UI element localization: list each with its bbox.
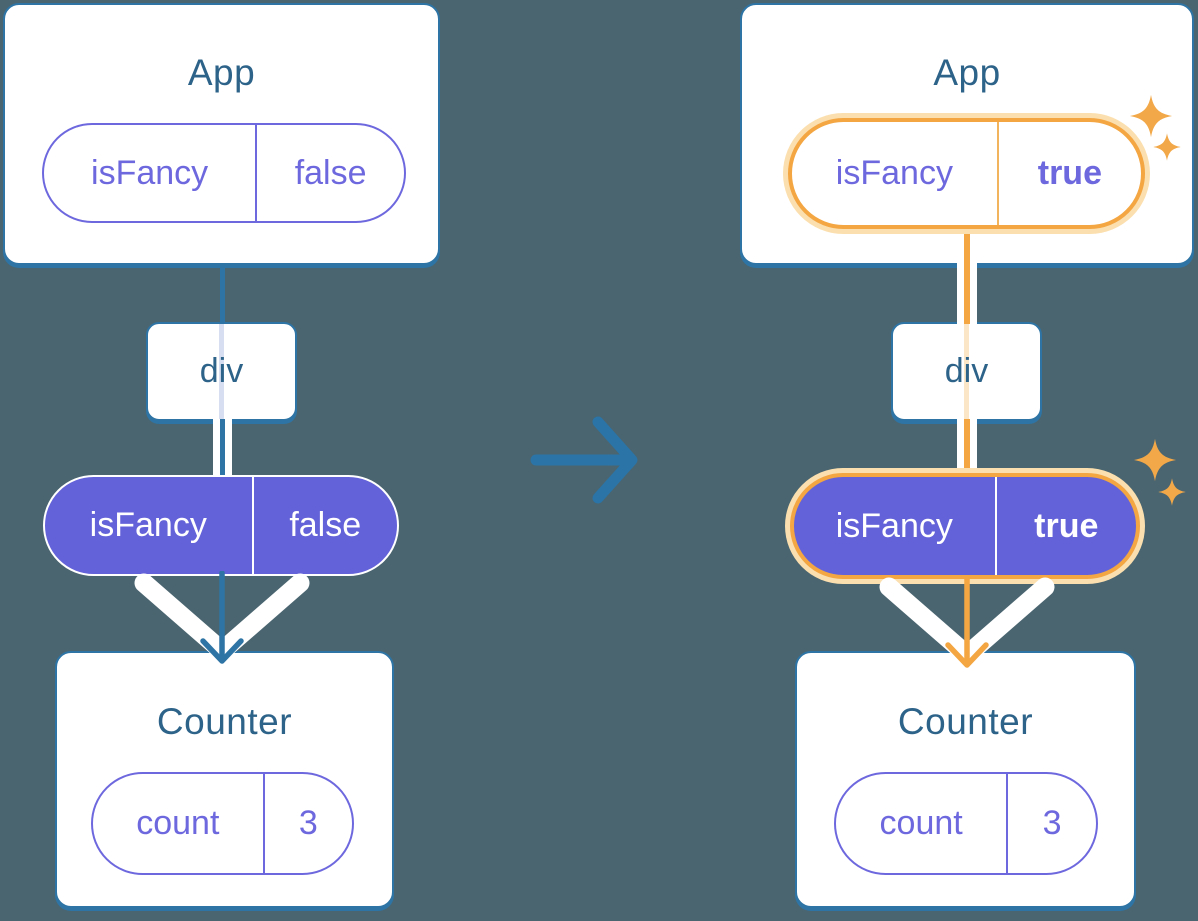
prop-pass-line — [964, 324, 969, 419]
component-title: App — [187, 52, 256, 93]
prop-value: false — [251, 477, 398, 574]
state-name: isFancy — [835, 154, 953, 192]
prop-flow-connector — [948, 419, 986, 477]
counter-component-card: Counter count 3 — [55, 651, 394, 908]
state-pill: count 3 — [91, 772, 354, 875]
state-name: count — [136, 804, 220, 842]
app-component-card: App isFancy false — [3, 3, 440, 265]
state-name: count — [879, 804, 963, 842]
prop-pass-line — [219, 324, 224, 419]
state-pill: count 3 — [834, 772, 1098, 875]
prop-line — [219, 419, 225, 479]
tree-edge-line — [219, 263, 225, 324]
prop-line-highlight — [964, 224, 970, 324]
prop-line-highlight — [964, 419, 970, 477]
state-pill: isFancy false — [42, 123, 406, 223]
state-value: false — [255, 125, 404, 221]
rerender-stripe — [957, 419, 964, 477]
passed-prop-pill: isFancy false — [43, 475, 399, 576]
right-arrow-icon — [530, 416, 638, 504]
sparkle-icon — [1133, 438, 1177, 482]
sparkle-icon — [1153, 133, 1181, 161]
sparkle-icon — [1129, 94, 1173, 138]
rerender-stripe — [970, 224, 977, 324]
state-value: 3 — [1006, 774, 1096, 873]
prop-flow-connector — [203, 419, 241, 479]
state-value: true — [996, 122, 1141, 225]
component-title: Counter — [156, 701, 293, 742]
rerender-stripe — [224, 419, 232, 479]
prop-flow-connector — [948, 224, 986, 324]
passed-prop-pill-highlighted: isFancy true — [790, 473, 1140, 579]
div-component-card: div — [891, 322, 1042, 421]
div-label: div — [944, 352, 989, 390]
rerender-stripe — [957, 224, 964, 324]
prop-value: true — [994, 477, 1136, 575]
down-arrow-icon — [879, 575, 1055, 668]
state-name: isFancy — [91, 153, 209, 192]
div-component-card: div — [146, 322, 297, 421]
rerender-stripe — [970, 419, 977, 477]
sparkle-icon — [1158, 478, 1186, 506]
state-pill-highlighted: isFancy true — [788, 118, 1145, 229]
rerender-stripe — [212, 419, 220, 479]
div-label: div — [199, 352, 244, 390]
component-title: App — [933, 52, 1001, 93]
prop-name: isFancy — [835, 506, 953, 545]
state-value: 3 — [262, 774, 352, 873]
prop-name: isFancy — [89, 506, 207, 544]
component-title: Counter — [897, 701, 1034, 742]
down-arrow-icon — [134, 571, 310, 664]
